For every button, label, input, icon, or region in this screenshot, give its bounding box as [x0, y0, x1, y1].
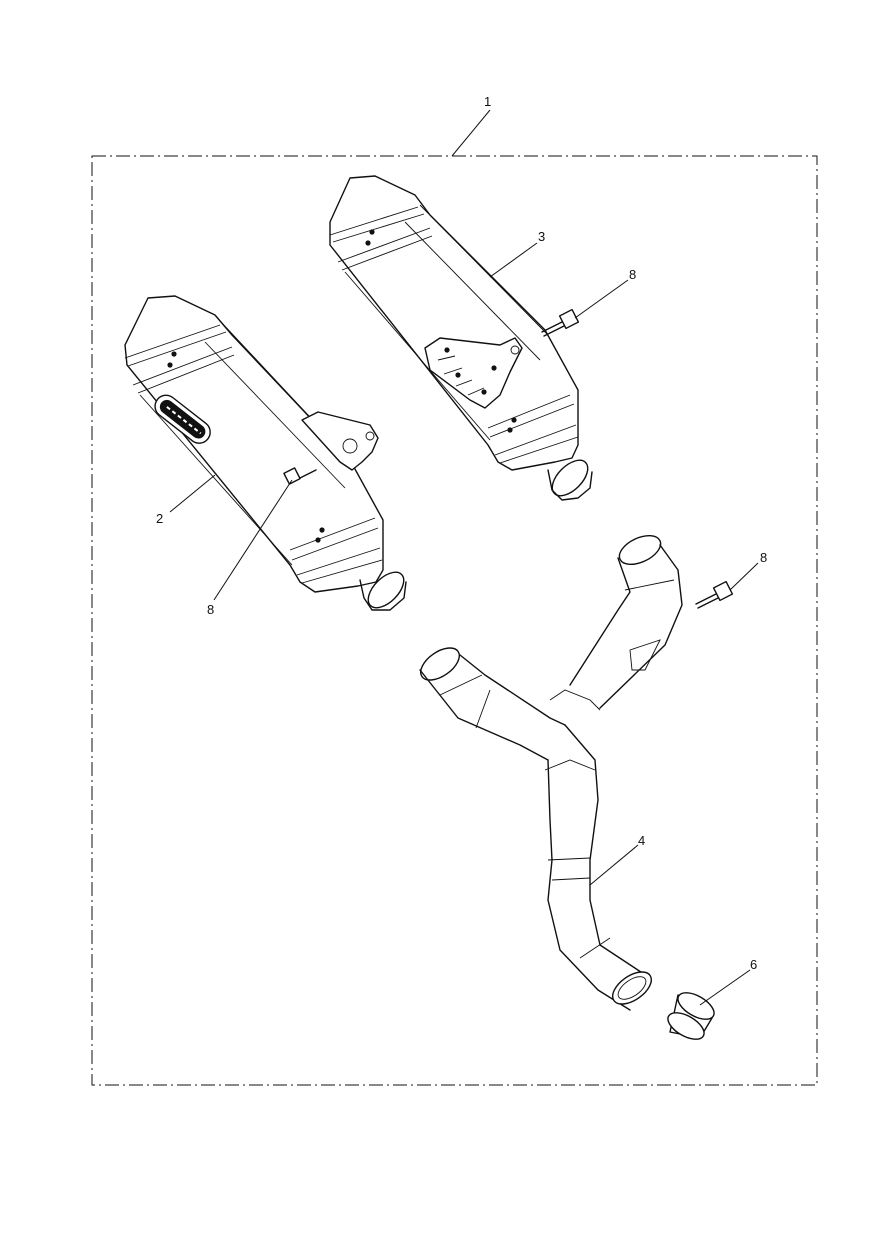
callout-6: 6: [750, 957, 757, 972]
callout-2: 2: [156, 511, 163, 526]
leader-lines: [169, 109, 759, 1006]
brand-logo-badge: [154, 394, 211, 444]
callout-1: 1: [484, 94, 491, 109]
sleeve: [667, 992, 715, 1040]
bolt-right-silencer: [541, 308, 580, 337]
bolt-link-pipe: [695, 580, 734, 609]
callout-8-link-pipe: 8: [760, 550, 767, 565]
callout-4: 4: [638, 833, 645, 848]
silencer-right: [329, 175, 593, 501]
callout-3: 3: [538, 229, 545, 244]
kit-boundary-outline: [91, 155, 818, 1086]
callout-8-right-silencer: 8: [629, 267, 636, 282]
bolt-left-silencer: [283, 467, 317, 485]
link-pipe: [419, 534, 683, 1011]
callout-8-left-silencer: 8: [207, 602, 214, 617]
silencer-left: [124, 295, 407, 611]
